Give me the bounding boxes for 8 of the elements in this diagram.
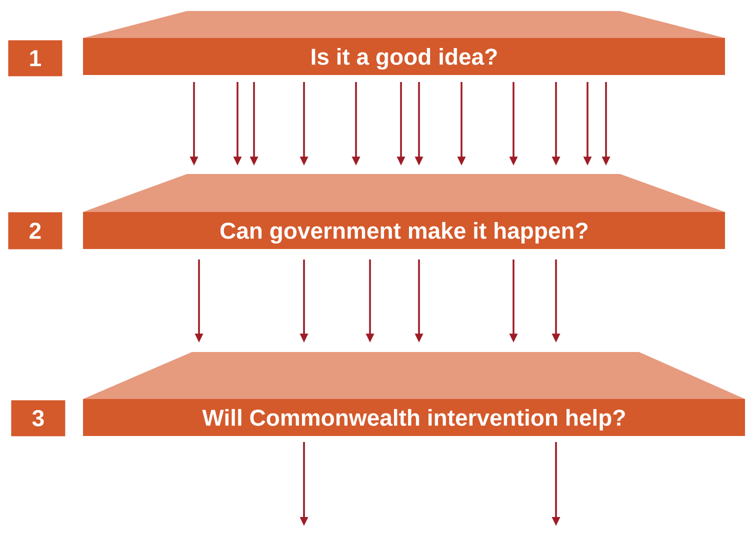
question-bar: Will Commonwealth intervention help?: [83, 352, 745, 436]
number-box: 2: [8, 212, 62, 250]
question-bar: Can government make it happen?: [83, 174, 725, 249]
node-label: Can government make it happen?: [220, 222, 588, 244]
node-label: Will Commonwealth intervention help?: [202, 409, 625, 430]
question-bar: Is it a good idea?: [83, 11, 725, 75]
number-box: 1: [8, 40, 62, 76]
number-box: 3: [11, 400, 66, 436]
